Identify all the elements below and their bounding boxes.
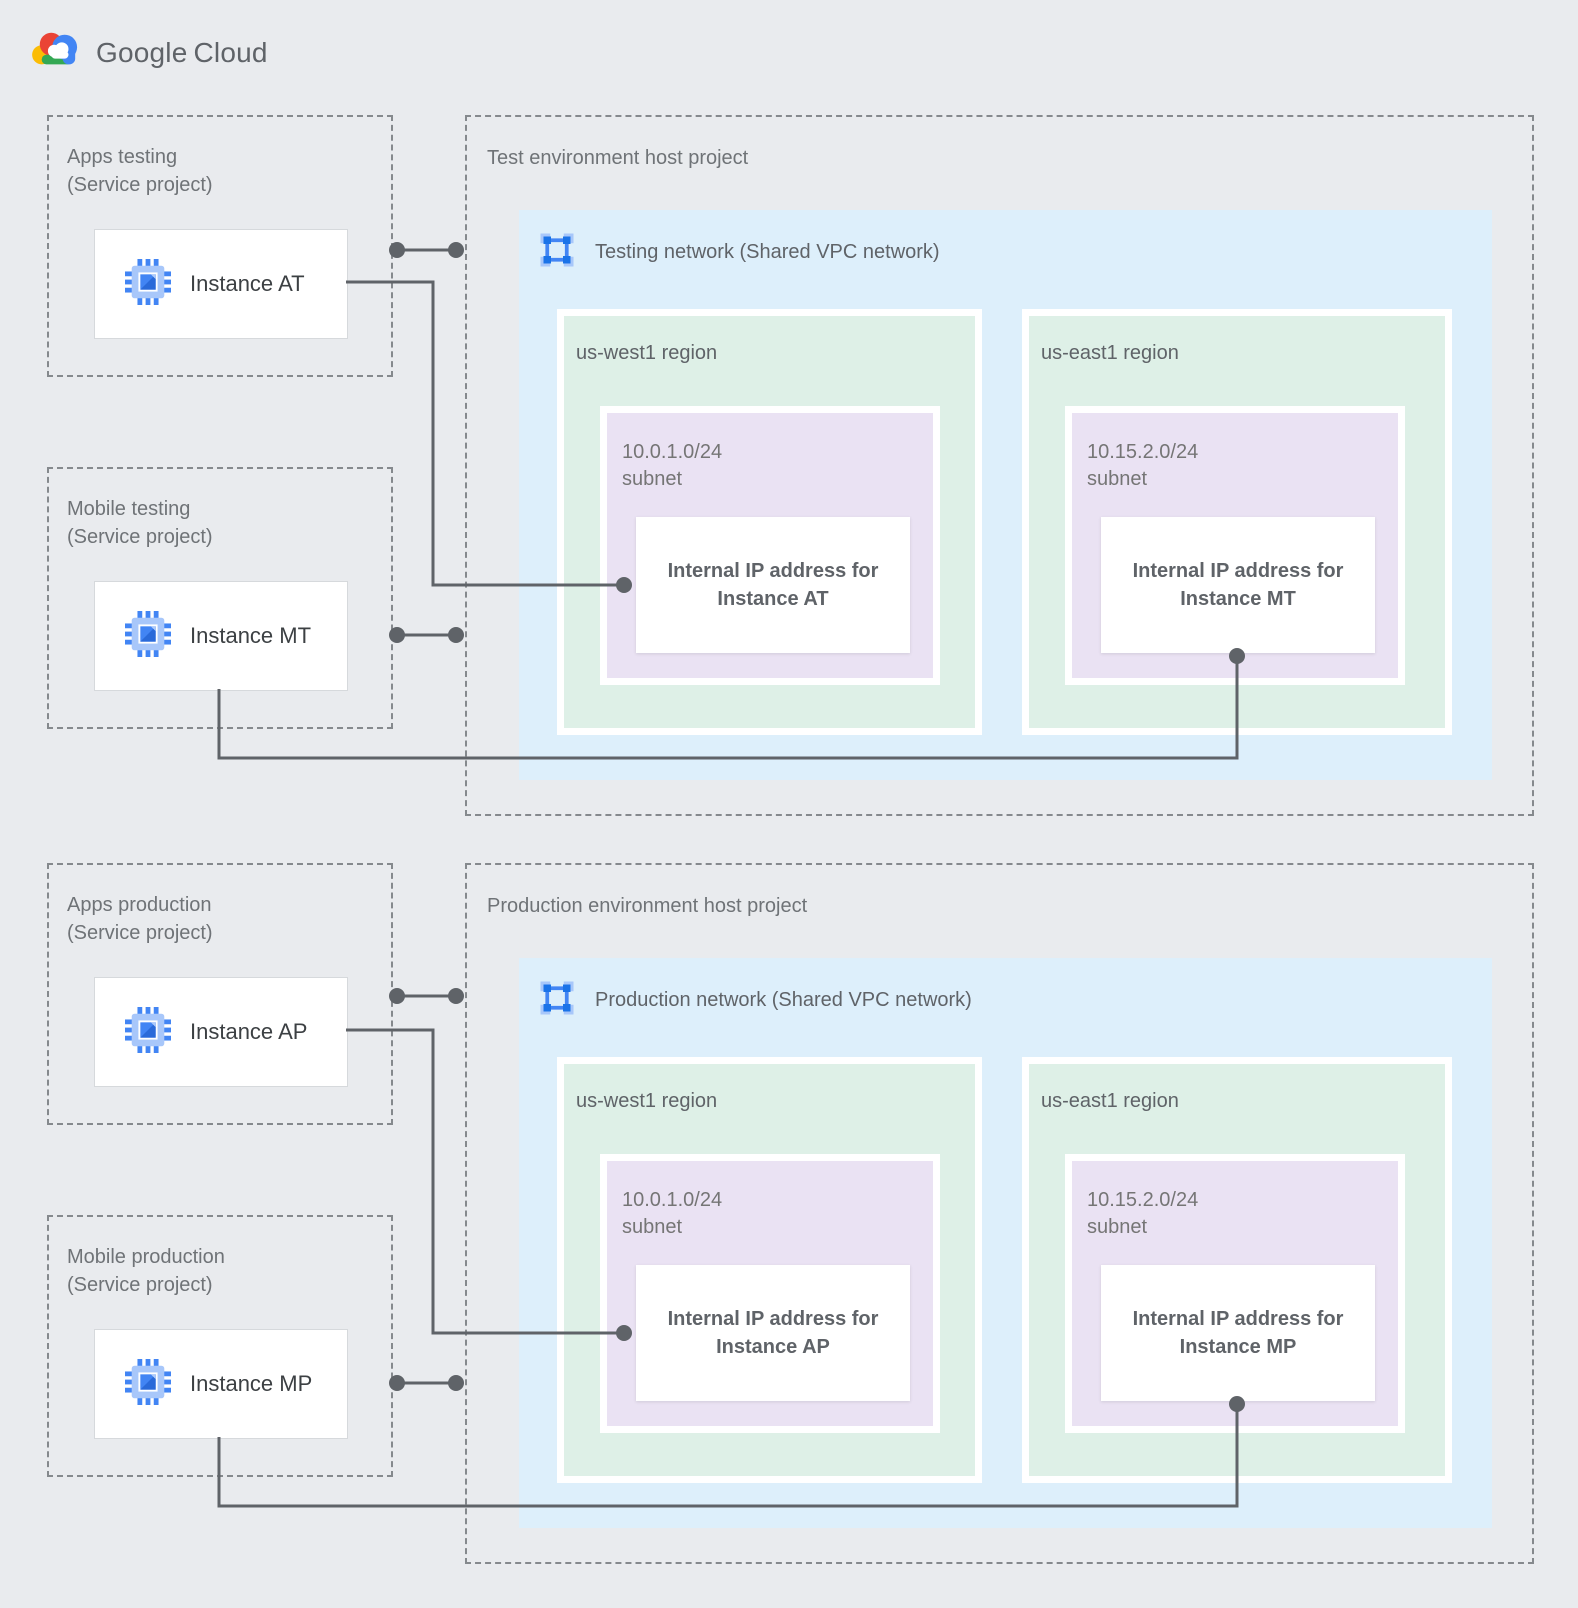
vpc-network-box-testing: Testing network (Shared VPC network) us-… <box>519 210 1492 780</box>
service-project-box-apps-production: Apps production (Service project) <box>47 863 393 1125</box>
vpc-network-icon <box>539 980 575 1021</box>
service-project-name: Mobile testing <box>67 498 191 520</box>
instance-label: Instance MP <box>190 1371 313 1396</box>
service-project-type: (Service project) <box>67 922 213 944</box>
vpc-network-label: Production network (Shared VPC network) <box>595 989 972 1011</box>
internal-ip-box: Internal IP address for Instance AT <box>636 517 910 653</box>
instance-card-mp: Instance MP <box>94 1329 348 1439</box>
region-box-us-east1: us-east1 region 10.15.2.0/24 subnet Inte… <box>1022 1057 1452 1483</box>
test-environment-section: Apps testing (Service project) <box>0 115 1578 817</box>
region-box-us-west1: us-west1 region 10.0.1.0/24 subnet Inter… <box>557 1057 982 1483</box>
ip-box-title: Internal IP address for <box>667 1308 879 1330</box>
subnet-word: subnet <box>1087 1216 1148 1238</box>
host-project-label: Test environment host project <box>487 147 749 169</box>
region-label: us-west1 region <box>576 342 718 364</box>
vpc-network-header: Testing network (Shared VPC network) <box>539 232 940 273</box>
service-project-label: Mobile testing (Service project) <box>67 495 391 551</box>
subnet-label: 10.0.1.0/24 subnet <box>622 439 933 493</box>
internal-ip-box: Internal IP address for Instance MT <box>1101 517 1375 653</box>
internal-ip-box: Internal IP address for Instance AP <box>636 1265 910 1401</box>
service-project-type: (Service project) <box>67 526 213 548</box>
ip-box-instance: Instance AP <box>716 1336 830 1358</box>
subnet-word: subnet <box>622 468 683 490</box>
internal-ip-box: Internal IP address for Instance MP <box>1101 1265 1375 1401</box>
subnet-label: 10.15.2.0/24 subnet <box>1087 1187 1398 1241</box>
vpc-network-icon <box>539 232 575 273</box>
subnet-cidr: 10.15.2.0/24 <box>1087 441 1199 463</box>
service-project-label: Apps production (Service project) <box>67 891 391 947</box>
compute-engine-icon <box>125 1358 171 1410</box>
compute-engine-icon <box>125 1006 171 1058</box>
region-box-us-west1: us-west1 region 10.0.1.0/24 subnet Inter… <box>557 309 982 735</box>
service-project-label: Mobile production (Service project) <box>67 1243 391 1299</box>
vpc-network-label: Testing network (Shared VPC network) <box>595 241 940 263</box>
subnet-word: subnet <box>622 1216 683 1238</box>
ip-box-instance: Instance MT <box>1180 588 1296 610</box>
service-project-name: Mobile production <box>67 1246 225 1268</box>
host-project-box-production: Production environment host project <box>465 863 1534 1564</box>
ip-box-title: Internal IP address for <box>1132 1308 1344 1330</box>
service-project-type: (Service project) <box>67 1274 213 1296</box>
logo-product: Cloud <box>193 36 268 68</box>
subnet-box: 10.0.1.0/24 subnet Internal IP address f… <box>600 406 940 685</box>
vpc-network-box-production: Production network (Shared VPC network) … <box>519 958 1492 1528</box>
region-label: us-east1 region <box>1041 1090 1179 1112</box>
instance-label: Instance MT <box>190 623 312 648</box>
subnet-cidr: 10.15.2.0/24 <box>1087 1189 1199 1211</box>
host-project-label: Production environment host project <box>487 895 808 917</box>
subnet-box: 10.15.2.0/24 subnet Internal IP address … <box>1065 1154 1405 1433</box>
host-project-box-test: Test environment host project <box>465 115 1534 816</box>
ip-box-title: Internal IP address for <box>667 560 879 582</box>
ip-box-title: Internal IP address for <box>1132 560 1344 582</box>
service-project-label: Apps testing (Service project) <box>67 143 391 199</box>
subnet-cidr: 10.0.1.0/24 <box>622 441 723 463</box>
instance-label: Instance AT <box>190 271 305 296</box>
subnet-word: subnet <box>1087 468 1148 490</box>
subnet-label: 10.15.2.0/24 subnet <box>1087 439 1398 493</box>
region-label: us-west1 region <box>576 1090 718 1112</box>
instance-card-mt: Instance MT <box>94 581 348 691</box>
region-box-us-east1: us-east1 region 10.15.2.0/24 subnet Inte… <box>1022 309 1452 735</box>
service-project-box-mobile-testing: Mobile testing (Service project) <box>47 467 393 729</box>
subnet-cidr: 10.0.1.0/24 <box>622 1189 723 1211</box>
compute-engine-icon <box>125 258 171 310</box>
instance-label: Instance AP <box>190 1019 308 1044</box>
vpc-network-header: Production network (Shared VPC network) <box>539 980 972 1021</box>
region-label: us-east1 region <box>1041 342 1179 364</box>
service-project-name: Apps production <box>67 894 212 916</box>
service-project-box-apps-testing: Apps testing (Service project) <box>47 115 393 377</box>
google-cloud-icon <box>30 28 84 77</box>
subnet-label: 10.0.1.0/24 subnet <box>622 1187 933 1241</box>
service-project-type: (Service project) <box>67 174 213 196</box>
subnet-box: 10.15.2.0/24 subnet Internal IP address … <box>1065 406 1405 685</box>
production-environment-section: Apps production (Service project) <box>0 863 1578 1565</box>
subnet-box: 10.0.1.0/24 subnet Internal IP address f… <box>600 1154 940 1433</box>
instance-card-at: Instance AT <box>94 229 348 339</box>
service-project-box-mobile-production: Mobile production (Service project) <box>47 1215 393 1477</box>
instance-card-ap: Instance AP <box>94 977 348 1087</box>
compute-engine-icon <box>125 610 171 662</box>
service-project-name: Apps testing <box>67 146 178 168</box>
ip-box-instance: Instance MP <box>1179 1336 1297 1358</box>
ip-box-instance: Instance AT <box>717 588 829 610</box>
logo-brand: Google <box>96 36 188 68</box>
